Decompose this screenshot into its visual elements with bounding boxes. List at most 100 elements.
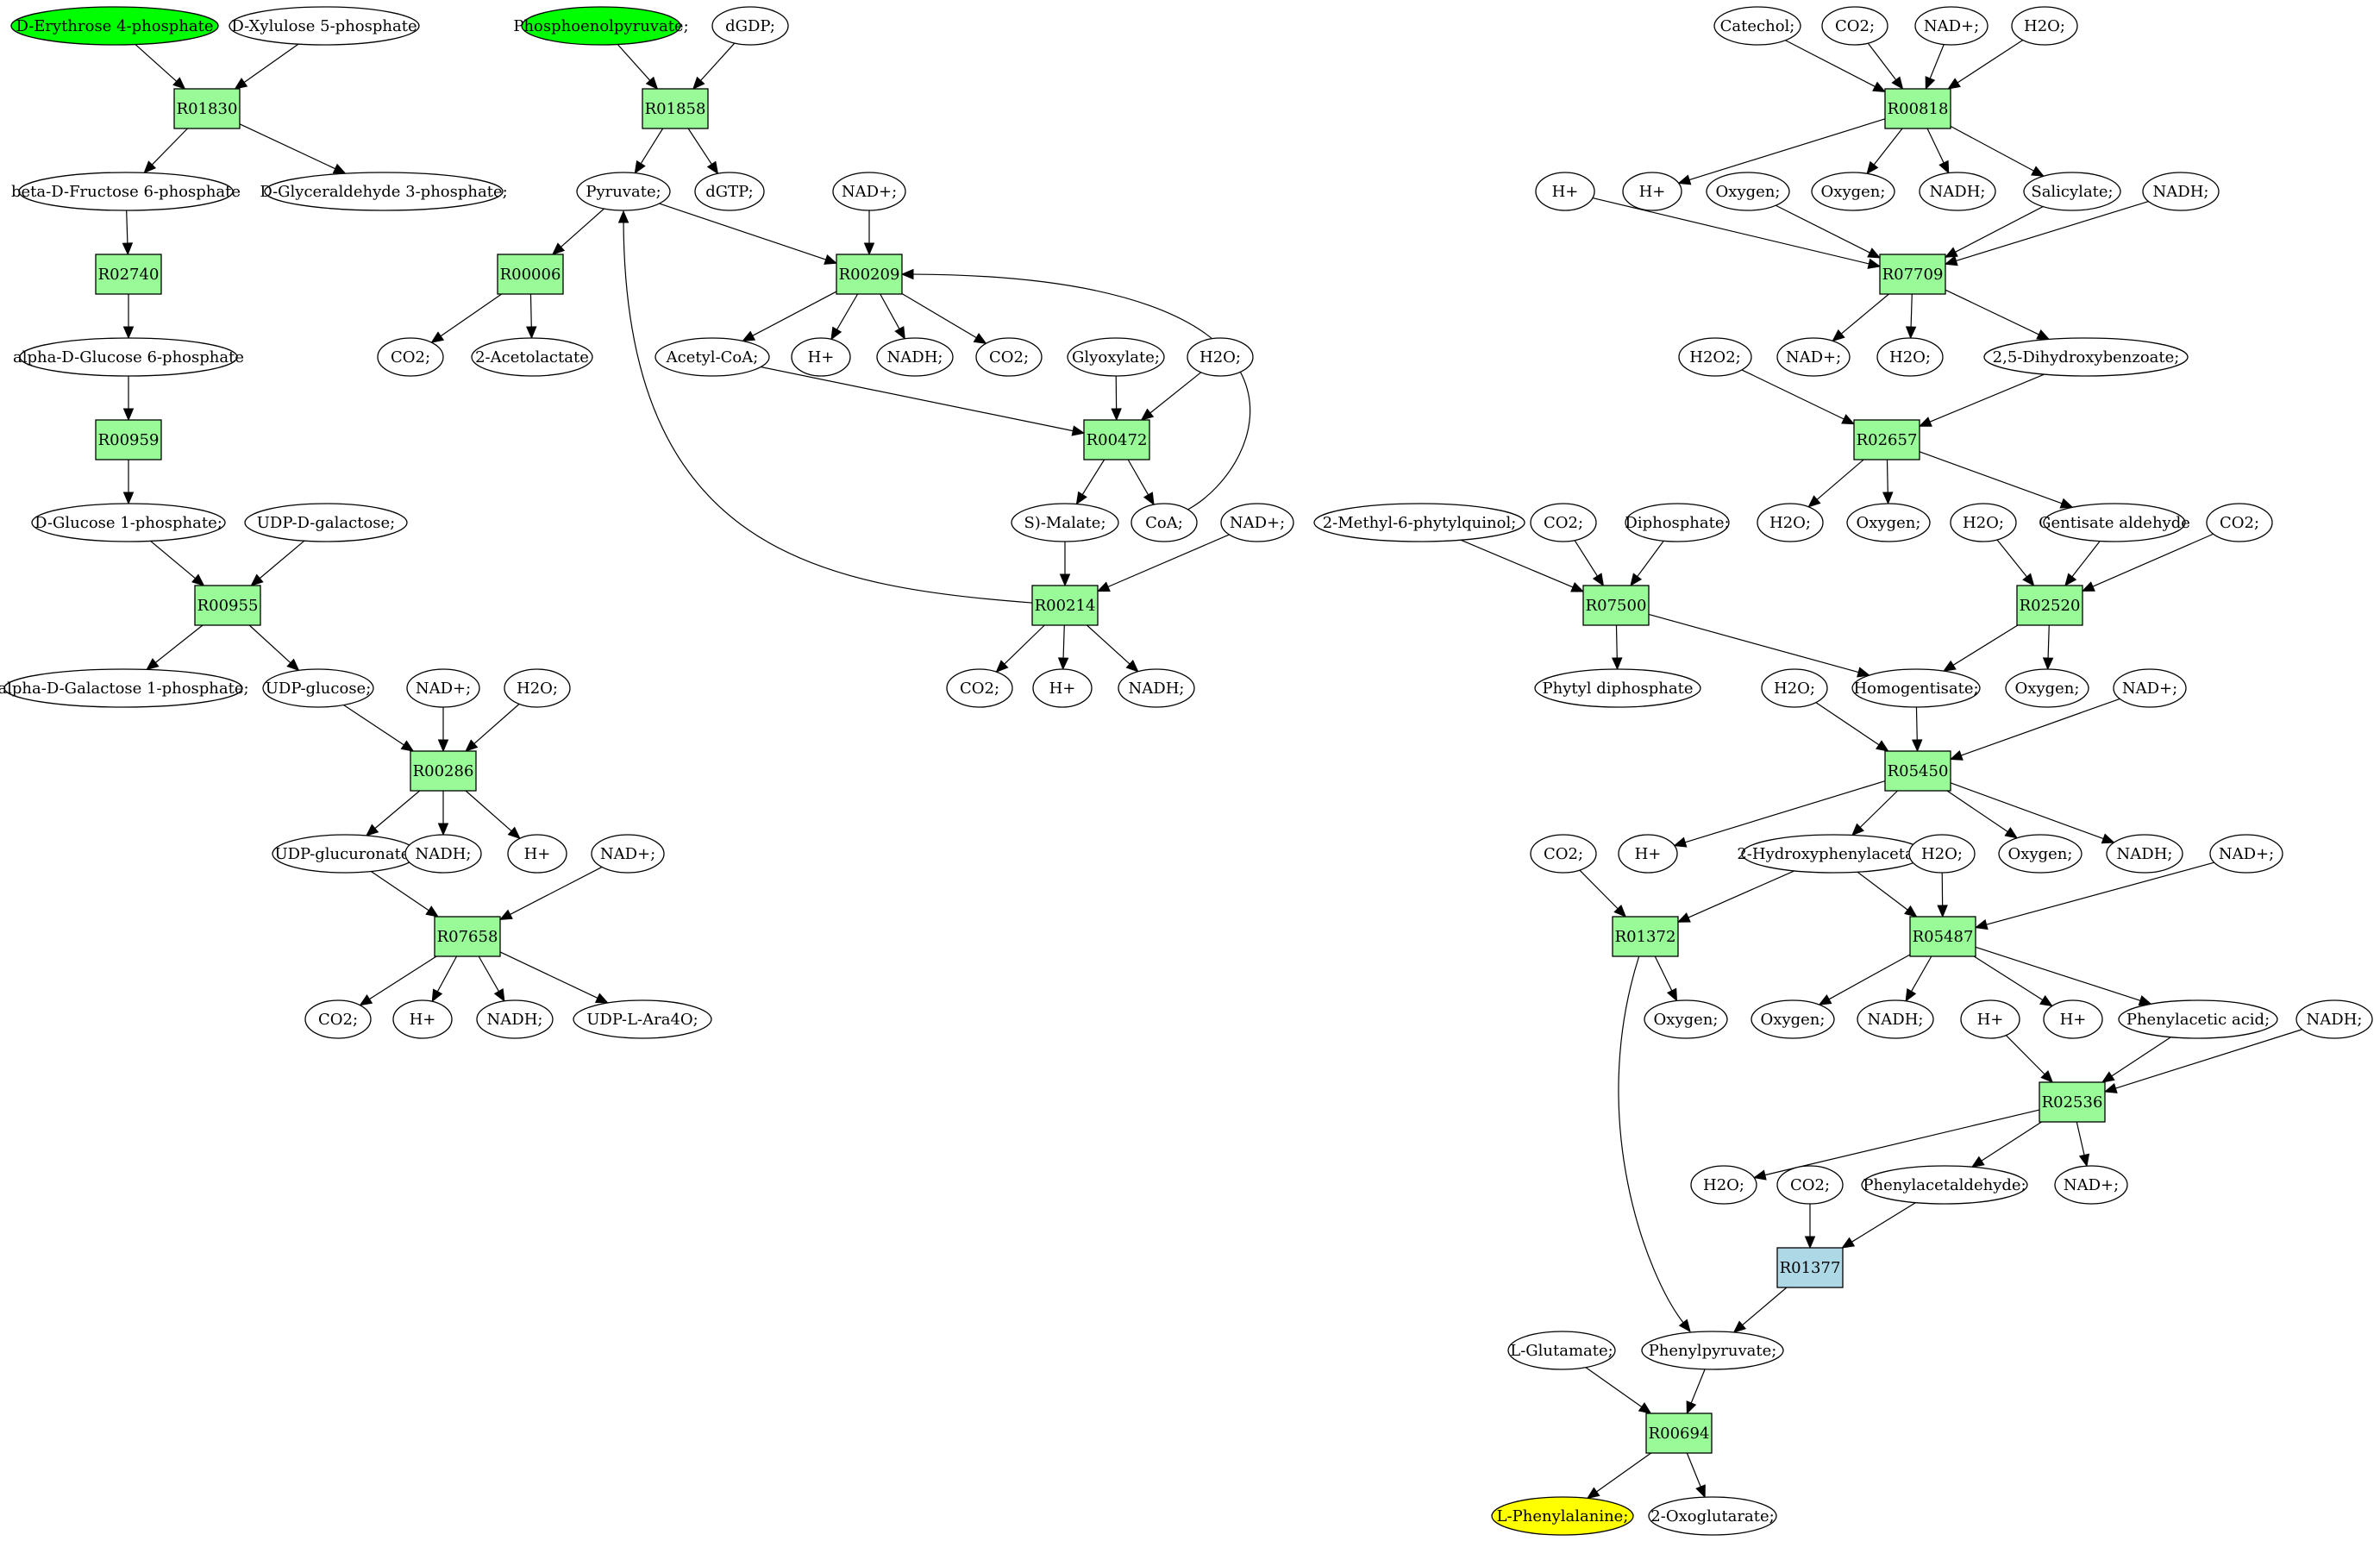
metabolite-node[interactable]: H+ bbox=[392, 999, 453, 1039]
metabolite-node[interactable]: H2O; bbox=[1690, 1165, 1757, 1205]
metabolite-node[interactable]: H+ bbox=[791, 337, 851, 377]
metabolite-node[interactable]: Phenylacetic acid; bbox=[2118, 999, 2278, 1039]
reaction-node[interactable]: R00209 bbox=[836, 254, 903, 295]
reaction-node[interactable]: R00214 bbox=[1031, 585, 1099, 626]
metabolite-node[interactable]: D-Glyceraldehyde 3-phosphate; bbox=[260, 172, 508, 211]
metabolite-node[interactable]: Acetyl-CoA; bbox=[654, 337, 770, 377]
reaction-node[interactable]: R02520 bbox=[2016, 585, 2083, 626]
reaction-node[interactable]: R07709 bbox=[1879, 254, 1946, 295]
metabolite-node[interactable]: H2O; bbox=[1876, 337, 1944, 377]
metabolite-node[interactable]: 2-Methyl-6-phytylquinol; bbox=[1313, 503, 1525, 542]
metabolite-node[interactable]: Phytyl diphosphate bbox=[1534, 668, 1701, 708]
reaction-node[interactable]: R01858 bbox=[642, 88, 709, 129]
metabolite-node[interactable]: NADH; bbox=[2106, 834, 2183, 874]
metabolite-node[interactable]: Homogentisate; bbox=[1851, 668, 1981, 708]
metabolite-node[interactable]: Oxygen; bbox=[1751, 999, 1835, 1039]
reaction-node[interactable]: R02536 bbox=[2039, 1081, 2106, 1123]
metabolite-node[interactable]: H2O; bbox=[1757, 503, 1824, 542]
reaction-node[interactable]: R02657 bbox=[1853, 419, 1920, 460]
reaction-node[interactable]: R00006 bbox=[497, 254, 564, 295]
metabolite-node[interactable]: L-Glutamate; bbox=[1507, 1331, 1616, 1370]
reaction-node[interactable]: R01377 bbox=[1776, 1247, 1844, 1288]
metabolite-node[interactable]: Pyruvate; bbox=[576, 172, 671, 211]
metabolite-node[interactable]: L-Phenylalanine; bbox=[1491, 1496, 1634, 1536]
metabolite-node[interactable]: NADH; bbox=[1857, 999, 1934, 1039]
metabolite-node[interactable]: H2O2; bbox=[1678, 337, 1752, 377]
metabolite-node[interactable]: H2O; bbox=[1187, 337, 1254, 377]
metabolite-node[interactable]: H+ bbox=[1960, 999, 2020, 1039]
metabolite-node[interactable]: NADH; bbox=[1919, 172, 1996, 211]
metabolite-node[interactable]: NADH; bbox=[2142, 172, 2220, 211]
reaction-node[interactable]: R00694 bbox=[1645, 1413, 1713, 1454]
metabolite-node[interactable]: H2O; bbox=[1908, 834, 1976, 874]
metabolite-node[interactable]: 2-Acetolactate bbox=[471, 337, 593, 377]
metabolite-node[interactable]: CO2; bbox=[2206, 503, 2273, 542]
metabolite-node[interactable]: Phenylpyruvate; bbox=[1641, 1331, 1784, 1370]
metabolite-node[interactable]: Oxygen; bbox=[2005, 668, 2089, 708]
metabolite-node[interactable]: UDP-D-galactose; bbox=[244, 503, 408, 542]
reaction-node[interactable]: R00472 bbox=[1083, 419, 1150, 460]
metabolite-node[interactable]: CO2; bbox=[377, 337, 444, 377]
metabolite-node[interactable]: H+ bbox=[1535, 172, 1595, 211]
metabolite-node[interactable]: Phenylacetaldehyde; bbox=[1861, 1165, 2028, 1205]
metabolite-node[interactable]: alpha-D-Galactose 1-phosphate; bbox=[0, 668, 249, 708]
metabolite-node[interactable]: NAD+; bbox=[1914, 6, 1989, 46]
metabolite-node[interactable]: D-Xylulose 5-phosphate bbox=[229, 6, 420, 46]
metabolite-node[interactable]: NAD+; bbox=[406, 668, 480, 708]
metabolite-node[interactable]: UDP-L-Ara4O; bbox=[573, 999, 712, 1039]
reaction-node[interactable]: R00818 bbox=[1884, 88, 1951, 129]
metabolite-node[interactable]: NAD+; bbox=[591, 834, 665, 874]
metabolite-node[interactable]: Oxygen; bbox=[1846, 503, 1931, 542]
metabolite-node[interactable]: NADH; bbox=[1118, 668, 1195, 708]
metabolite-node[interactable]: Oxygen; bbox=[1706, 172, 1790, 211]
metabolite-node[interactable]: CO2; bbox=[1821, 6, 1888, 46]
metabolite-node[interactable]: UDP-glucose; bbox=[262, 668, 374, 708]
metabolite-node[interactable]: NADH; bbox=[404, 834, 482, 874]
metabolite-node[interactable]: CO2; bbox=[1530, 834, 1597, 874]
metabolite-node[interactable]: beta-D-Fructose 6-phosphate bbox=[11, 172, 241, 211]
metabolite-node[interactable]: H2O; bbox=[504, 668, 571, 708]
metabolite-node[interactable]: NADH; bbox=[2295, 999, 2373, 1039]
metabolite-node[interactable]: NADH; bbox=[476, 999, 554, 1039]
metabolite-node[interactable]: UDP-glucuronate; bbox=[272, 834, 418, 874]
metabolite-node[interactable]: CO2; bbox=[304, 999, 372, 1039]
metabolite-node[interactable]: Glyoxylate; bbox=[1067, 337, 1165, 377]
metabolite-node[interactable]: S)-Malate; bbox=[1011, 503, 1119, 542]
metabolite-node[interactable]: H+ bbox=[1032, 668, 1093, 708]
reaction-node[interactable]: R07500 bbox=[1582, 585, 1650, 626]
metabolite-node[interactable]: dGTP; bbox=[694, 172, 765, 211]
reaction-node[interactable]: R07658 bbox=[434, 916, 501, 957]
metabolite-node[interactable]: CO2; bbox=[1530, 503, 1597, 542]
metabolite-node[interactable]: Gentisate aldehyde bbox=[2039, 503, 2190, 542]
metabolite-node[interactable]: NADH; bbox=[876, 337, 954, 377]
metabolite-node[interactable]: H+ bbox=[1618, 834, 1678, 874]
metabolite-node[interactable]: NAD+; bbox=[2209, 834, 2283, 874]
metabolite-node[interactable]: 2-Oxoglutarate; bbox=[1648, 1496, 1777, 1536]
metabolite-node[interactable]: Salicylate; bbox=[2023, 172, 2121, 211]
reaction-node[interactable]: R00955 bbox=[194, 585, 261, 626]
metabolite-node[interactable]: 2-Hydroxyphenylacetate bbox=[1737, 834, 1930, 874]
reaction-node[interactable]: R00959 bbox=[95, 419, 162, 460]
metabolite-node[interactable]: H+ bbox=[2043, 999, 2103, 1039]
metabolite-node[interactable]: CO2; bbox=[946, 668, 1013, 708]
metabolite-node[interactable]: H+ bbox=[1622, 172, 1682, 211]
metabolite-node[interactable]: Oxygen; bbox=[1644, 999, 1728, 1039]
metabolite-node[interactable]: NAD+; bbox=[2113, 668, 2187, 708]
metabolite-node[interactable]: dGDP; bbox=[711, 6, 789, 46]
metabolite-node[interactable]: Oxygen; bbox=[1811, 172, 1895, 211]
metabolite-node[interactable]: 2,5-Dihydroxybenzoate; bbox=[1983, 337, 2189, 377]
metabolite-node[interactable]: NAD+; bbox=[1220, 503, 1294, 542]
metabolite-node[interactable]: Catechol; bbox=[1713, 6, 1801, 46]
metabolite-node[interactable]: Phosphoenolpyruvate; bbox=[513, 6, 689, 46]
metabolite-node[interactable]: NAD+; bbox=[832, 172, 906, 211]
metabolite-node[interactable]: alpha-D-Glucose 6-phosphate bbox=[13, 337, 244, 377]
metabolite-node[interactable]: CoA; bbox=[1130, 503, 1198, 542]
reaction-node[interactable]: R01372 bbox=[1612, 916, 1679, 957]
reaction-node[interactable]: R00286 bbox=[410, 750, 477, 792]
reaction-node[interactable]: R05487 bbox=[1909, 916, 1976, 957]
metabolite-node[interactable]: H2O; bbox=[1950, 503, 2017, 542]
metabolite-node[interactable]: D-Glucose 1-phosphate; bbox=[31, 503, 226, 542]
reaction-node[interactable]: R02740 bbox=[95, 254, 162, 295]
metabolite-node[interactable]: H2O; bbox=[1761, 668, 1828, 708]
metabolite-node[interactable]: Oxygen; bbox=[1998, 834, 2082, 874]
